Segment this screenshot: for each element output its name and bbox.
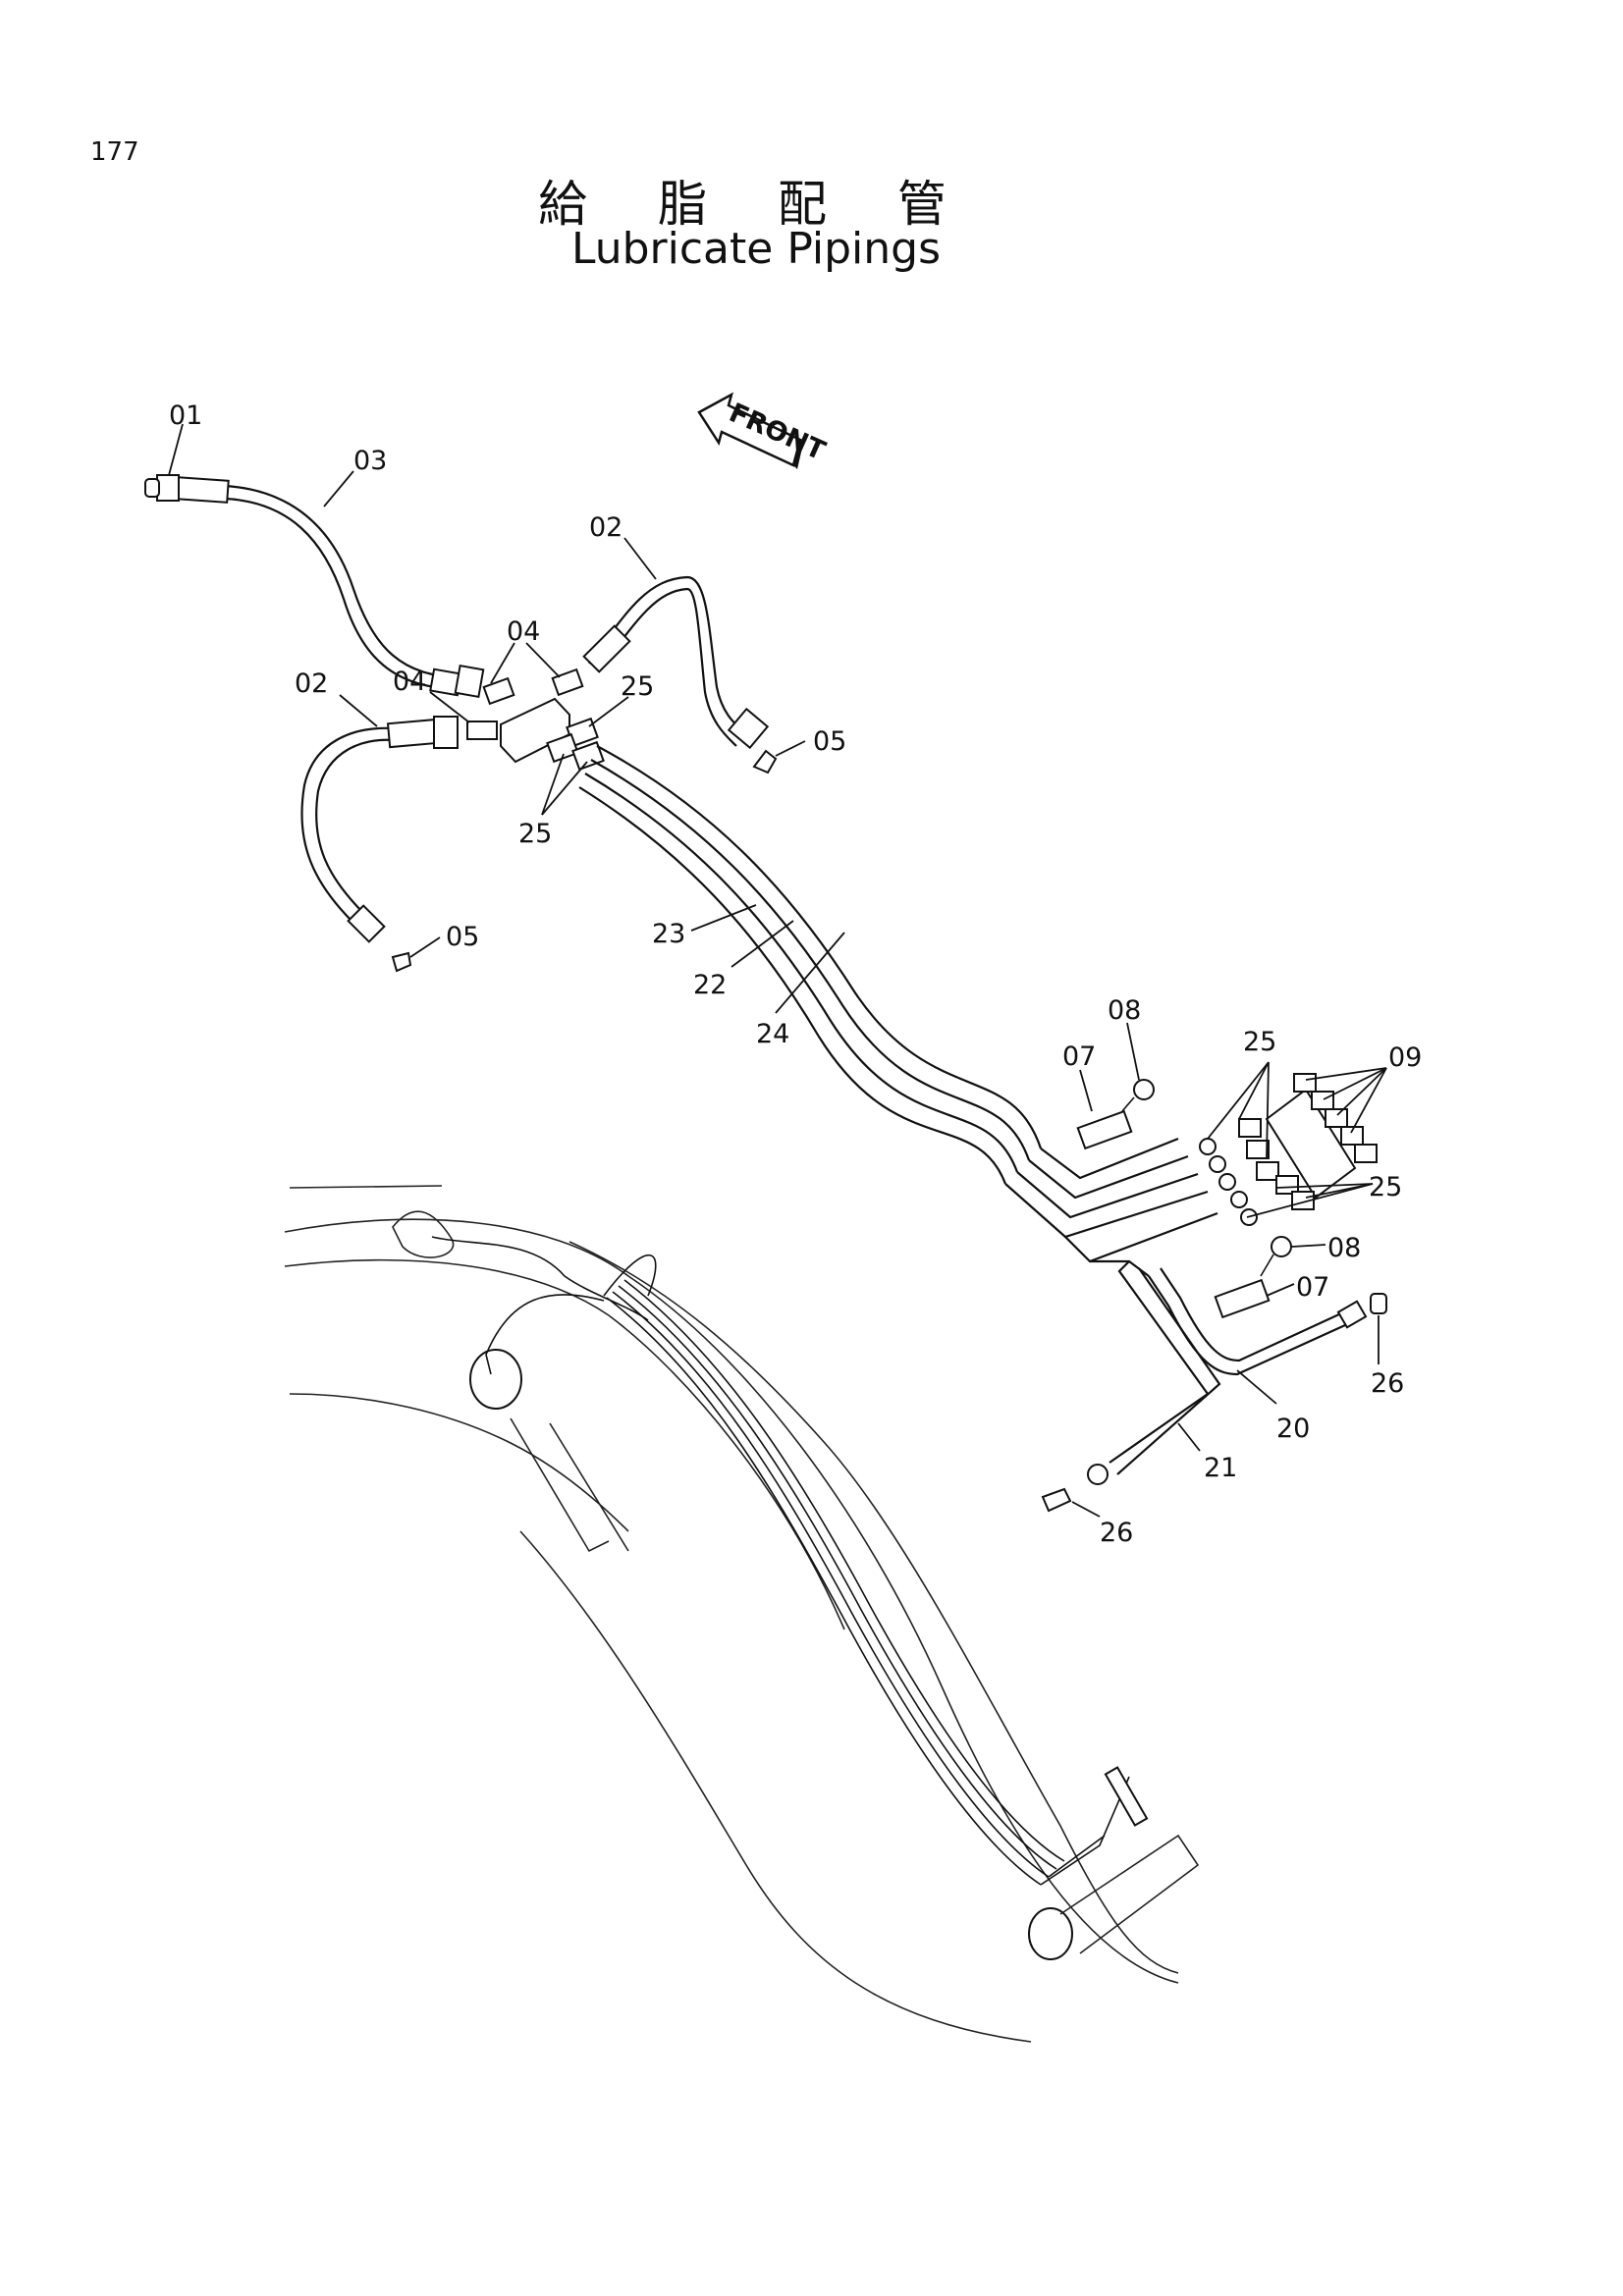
- hose-03: [144, 474, 485, 699]
- callout-20: 20: [1276, 1414, 1310, 1444]
- callout-25-below-block: 25: [518, 819, 552, 849]
- boom-outline: [284, 1185, 1200, 2043]
- callout-01: 01: [169, 400, 202, 431]
- callout-07-upper: 07: [1062, 1041, 1096, 1072]
- callout-24: 24: [756, 1019, 789, 1049]
- callout-08-lower: 08: [1327, 1233, 1361, 1263]
- clamp-07-upper: [1076, 1079, 1155, 1150]
- pipes-22-23-24: [578, 745, 1218, 1277]
- leader-lines: [168, 423, 1387, 1518]
- callout-05-right: 05: [813, 726, 846, 757]
- front-direction-arrow-icon: FRONT: [697, 392, 830, 469]
- page-title-english: Lubricate Pipings: [570, 224, 942, 274]
- callout-02-right: 02: [589, 512, 622, 543]
- callout-04-left: 04: [393, 667, 426, 697]
- callout-25-block: 25: [621, 671, 654, 702]
- callout-26-lower: 26: [1100, 1518, 1133, 1548]
- callout-08-upper: 08: [1108, 995, 1141, 1026]
- callout-09: 09: [1388, 1042, 1422, 1073]
- pipe-20: [1148, 1267, 1368, 1376]
- callout-07-lower: 07: [1296, 1272, 1329, 1303]
- junction-block: [466, 667, 605, 772]
- pipe-21: [1087, 1260, 1221, 1485]
- callout-25-manifold-top: 25: [1243, 1027, 1276, 1057]
- callouts: 01 03 02 04 02 04 25 05 25 05 23 22 24 0…: [169, 400, 1422, 1548]
- boom-pipes: [431, 1236, 1149, 1886]
- callout-25-manifold-right: 25: [1369, 1172, 1402, 1202]
- callout-05-left: 05: [446, 922, 479, 952]
- elbow-26-right: [1370, 1293, 1387, 1314]
- lubrication-manifold: [1199, 1073, 1378, 1226]
- page-title-japanese: 給 脂 配 管: [538, 176, 974, 233]
- page-number: 177: [90, 137, 139, 167]
- hose-02-right: [582, 575, 778, 774]
- elbow-26-lower: [1041, 1487, 1072, 1513]
- callout-26-right: 26: [1371, 1368, 1404, 1399]
- clamp-07-lower: [1214, 1236, 1292, 1319]
- callout-21: 21: [1204, 1453, 1237, 1483]
- callout-22: 22: [693, 970, 727, 1000]
- callout-04-top: 04: [507, 616, 540, 647]
- callout-03: 03: [353, 446, 387, 476]
- callout-23: 23: [652, 919, 685, 949]
- hose-02-left: [300, 716, 459, 973]
- callout-02-left: 02: [295, 668, 328, 699]
